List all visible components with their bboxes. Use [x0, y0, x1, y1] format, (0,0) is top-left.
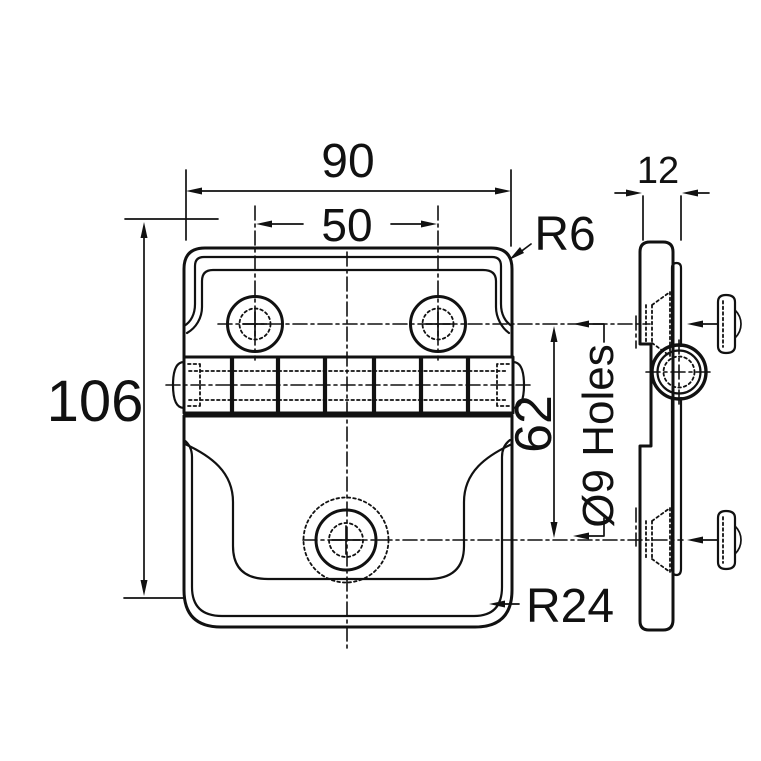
- lower-leaf-rolled-edge: [182, 438, 512, 618]
- dim-hole-spacing-horizontal: 50: [256, 199, 437, 251]
- screw-bottom: [687, 509, 742, 571]
- screw-top: [687, 293, 742, 355]
- pin-end-hidden-left: [187, 363, 201, 407]
- dim-r24-arrow: [489, 600, 505, 608]
- dim-12-text: 12: [637, 150, 679, 192]
- front-view: [165, 205, 684, 651]
- hidden-pin-lines: [188, 370, 509, 401]
- lower-leaf-outer-outline: [182, 414, 514, 629]
- dim-overall-height: 106: [47, 218, 219, 599]
- dim-106-extension-lines: [123, 218, 219, 599]
- side-upper-leaf-strip-bottom: [670, 396, 683, 577]
- dim-106-arrow-bottom: [140, 580, 148, 596]
- dim-62-text: 62: [505, 395, 563, 453]
- dim-90-text: 90: [321, 135, 374, 188]
- screw-top-body: [716, 293, 737, 355]
- dim-r6-text: R6: [534, 208, 595, 261]
- upper-leaf-rolled-edge: [182, 255, 514, 328]
- pin-end-hidden-right: [496, 363, 510, 407]
- dim-62-arrow-top: [550, 326, 558, 342]
- dim-12-extension-lines: [642, 195, 682, 241]
- dim-50-text: 50: [321, 199, 372, 251]
- side-upper-leaf-strip-top: [670, 261, 683, 348]
- dim-overall-width: 90: [185, 135, 512, 247]
- screw-bottom-arrow-head: [687, 536, 703, 544]
- screw-bottom-tip: [734, 525, 742, 555]
- note-hole-diameter: Ø9 Holes: [573, 320, 623, 540]
- knuckle-crosshair-centerlines: [645, 339, 713, 405]
- side-plate-outline: [638, 240, 675, 632]
- dim-62-arrow-bottom: [550, 522, 558, 538]
- upper-leaf-outer-outline: [182, 246, 514, 359]
- screw-bottom-body: [716, 509, 737, 571]
- dim-r24-text: R24: [526, 580, 614, 633]
- dim-leaf-thickness: 12: [614, 150, 710, 241]
- upper-leaf-inner-panel: [185, 268, 511, 335]
- lower-leaf-inner-panel: [183, 442, 514, 581]
- side-knuckle-circle: [645, 339, 713, 405]
- dim-hole-spacing-vertical: 62: [505, 326, 563, 538]
- side-countersink-bottom-hidden: [645, 507, 671, 573]
- screw-top-tip: [734, 309, 742, 339]
- dim-bottom-corner-radius: R24: [489, 580, 614, 633]
- top-hole-vertical-centerlines: [254, 205, 439, 361]
- note-o9-text: Ø9 Holes: [574, 344, 623, 527]
- dim-50-arrow-right: [421, 220, 437, 228]
- dim-106-text: 106: [47, 369, 144, 434]
- dim-12-arrow-left: [626, 189, 642, 197]
- note-o9-arrow-bottom: [573, 532, 589, 540]
- dim-12-arrow-right: [682, 189, 698, 197]
- dim-90-arrow-right: [495, 187, 511, 195]
- note-o9-leader-lines: [587, 323, 605, 537]
- dim-top-corner-radius: R6: [509, 208, 596, 261]
- dim-r6-arrow: [509, 247, 524, 260]
- knuckle-pin-hidden-circle: [662, 355, 696, 389]
- dim-106-arrow-top: [140, 222, 148, 238]
- note-o9-arrow-top: [573, 320, 589, 328]
- dim-50-arrow-left: [256, 220, 272, 228]
- side-countersink-top-hidden: [645, 291, 671, 357]
- side-view: [635, 240, 742, 632]
- screw-top-arrow-head: [687, 320, 703, 328]
- dim-90-extension-lines: [185, 169, 512, 247]
- dim-90-arrow-left: [186, 187, 202, 195]
